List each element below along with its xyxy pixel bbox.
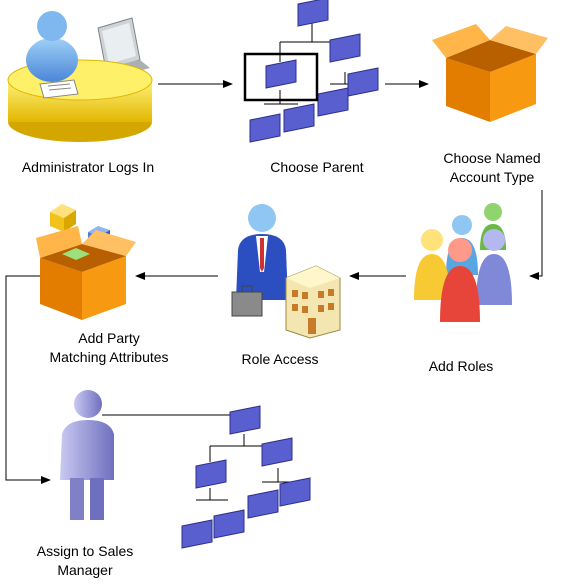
hierarchy-with-selection-icon	[243, 0, 379, 143]
arrow-party-attributes-to-sales-manager	[5, 275, 51, 484]
administrator-at-computer-icon	[7, 11, 153, 142]
label-choose-parent: Choose Parent	[270, 159, 364, 175]
arrow-account-type-to-roles	[529, 190, 543, 280]
selection-frame	[243, 52, 319, 102]
open-box-icon	[432, 24, 548, 122]
connectors	[5, 80, 543, 484]
label-assign-to-sales-manager: Assign to Sales Manager	[36, 543, 134, 578]
label-add-party-matching-attributes: Add Party Matching Attributes	[49, 330, 169, 365]
hierarchy-icon	[181, 405, 311, 549]
label-add-roles: Add Roles	[428, 358, 494, 374]
person-icon	[60, 390, 114, 520]
label-role-access: Role Access	[241, 351, 319, 367]
people-group-icon	[414, 203, 512, 322]
box-with-cubes-icon	[36, 204, 136, 320]
label-choose-named-account-type: Choose Named Account Type	[443, 150, 541, 185]
label-administrator-logs-in: Administrator Logs In	[21, 159, 155, 175]
businessman-with-building-icon	[231, 204, 341, 339]
